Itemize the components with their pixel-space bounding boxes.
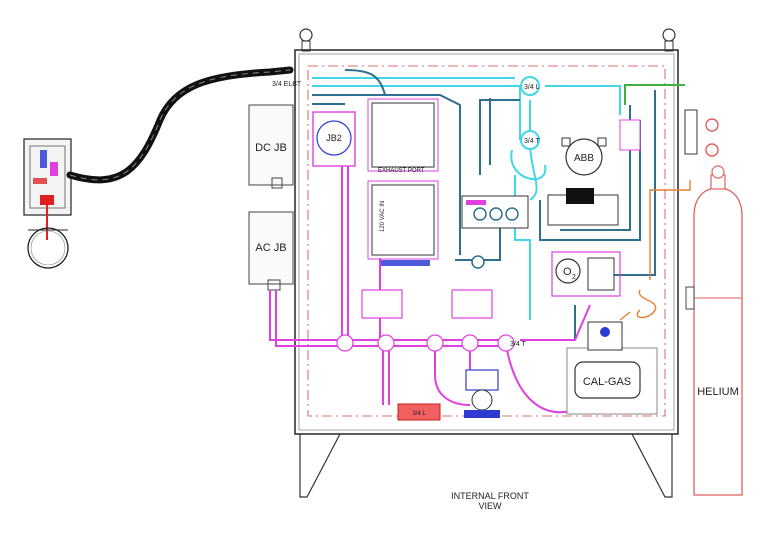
regulator-valves bbox=[619, 109, 719, 157]
cal-gas-bottle: CAL-GAS bbox=[566, 321, 658, 415]
o2-subscript: 2 bbox=[572, 274, 576, 281]
dc-jb-label: DC JB bbox=[255, 142, 287, 154]
heating-coil bbox=[619, 180, 691, 321]
abb-label: ABB bbox=[574, 153, 594, 164]
lifting-eye-left bbox=[299, 28, 313, 42]
dc-junction-box: DC JB bbox=[248, 104, 294, 189]
o2-label: O bbox=[563, 266, 572, 278]
ac-jb-label: AC JB bbox=[255, 242, 286, 254]
pressure-gauge bbox=[471, 255, 485, 269]
remote-probe-assembly bbox=[23, 138, 72, 269]
cal-gas-label: CAL-GAS bbox=[583, 376, 631, 388]
stand-legs bbox=[299, 433, 673, 498]
helium-label: HELIUM bbox=[697, 386, 739, 398]
t-fitting-top-label: 3/4 T bbox=[524, 138, 541, 145]
vac-in-label: 120 VAC IN bbox=[380, 201, 386, 232]
conduit-fittings bbox=[336, 289, 515, 352]
valve-manifold bbox=[461, 195, 529, 229]
caption-line-1: INTERNAL FRONT bbox=[451, 491, 529, 501]
power-panel: 120 VAC IN bbox=[367, 180, 439, 266]
drawing-caption: INTERNAL FRONT VIEW bbox=[395, 491, 585, 511]
exhaust-port-panel: EXHAUST PORT bbox=[367, 98, 439, 174]
caption-line-2: VIEW bbox=[478, 501, 502, 511]
green-line bbox=[624, 84, 685, 105]
probe-ring bbox=[27, 227, 69, 269]
jb2-label: JB2 bbox=[326, 133, 342, 143]
cyan-sample-lines bbox=[312, 76, 621, 320]
pump bbox=[464, 369, 500, 418]
l-fitting-label: 3/4 L bbox=[524, 84, 540, 91]
helium-cylinder: HELIUM bbox=[685, 165, 743, 496]
elbow-label: 3/4 ELBT bbox=[272, 81, 302, 88]
abb-analyzer: ABB bbox=[547, 137, 619, 226]
bottom-fitting-label: 3/4 L bbox=[412, 411, 426, 417]
ac-junction-box: AC JB bbox=[248, 211, 294, 291]
t-fitting-bottom-label: 3/4 T bbox=[510, 341, 527, 348]
bottom-fitting: 3/4 L bbox=[397, 403, 441, 421]
lifting-eye-right bbox=[662, 28, 676, 42]
jb2-box: JB2 bbox=[312, 111, 356, 167]
o2-sensor: O 2 bbox=[551, 251, 621, 297]
exhaust-port-label: EXHAUST PORT bbox=[378, 168, 425, 174]
magenta-conduit bbox=[269, 166, 591, 414]
blue-tubing bbox=[312, 69, 656, 340]
